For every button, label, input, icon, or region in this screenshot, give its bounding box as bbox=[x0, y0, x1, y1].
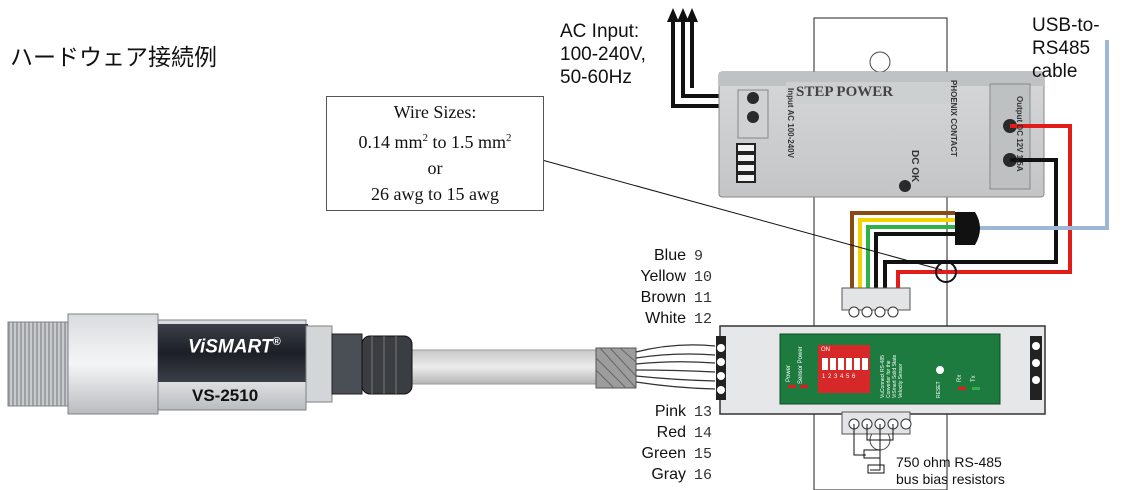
converter-desc-box: VuConnect RS-485 Converter for the ViSma… bbox=[880, 342, 930, 398]
wire-sizes-heading: Wire Sizes: bbox=[393, 102, 477, 122]
color-number: 16 bbox=[694, 467, 713, 484]
tx-box: Tx bbox=[971, 372, 979, 382]
rs485-converter bbox=[716, 287, 1046, 435]
color-number: 9 bbox=[694, 248, 704, 265]
reset-label: RESET bbox=[936, 381, 942, 398]
bias-resistor-note: 750 ohm RS-485 bus bias resistors bbox=[896, 454, 1005, 488]
color-name: Blue bbox=[653, 247, 686, 264]
superscript: 2 bbox=[506, 132, 512, 144]
usb-line3: cable bbox=[1032, 61, 1078, 82]
wire-sizes-metric: 0.14 mm2 to 1.5 mm2 bbox=[327, 125, 543, 155]
rs485-wires bbox=[850, 211, 955, 302]
psu-dc-ok: DC OK bbox=[909, 150, 920, 183]
psu-vendor-logo: PHOENIX CONTACT bbox=[949, 78, 972, 157]
sensor-model: VS-2510 bbox=[192, 386, 259, 405]
rx-label: Rx bbox=[957, 374, 963, 382]
sensor-brand: ViSMART® bbox=[188, 336, 281, 358]
metric-min: 0.14 mm bbox=[358, 132, 423, 152]
usb-cable-label: USB-to- RS485 cable bbox=[1032, 14, 1132, 83]
bias-resistors bbox=[853, 424, 894, 474]
color-number: 13 bbox=[694, 404, 713, 421]
color-name: Yellow bbox=[640, 268, 686, 285]
usb-line1: USB-to- bbox=[1032, 15, 1100, 36]
psu-vendor-text: PHOENIX CONTACT bbox=[949, 80, 958, 157]
color-number: 14 bbox=[694, 425, 713, 442]
usb-rs485-cable bbox=[960, 40, 1109, 230]
ac-input-line1: AC Input: bbox=[560, 21, 640, 42]
psu-output-label: Output DC 12V 1.5A bbox=[1015, 96, 1024, 172]
label-sensor-power-box: Sensor Power bbox=[798, 340, 808, 384]
vismart-sensor bbox=[7, 313, 413, 415]
sensor-cable bbox=[409, 344, 716, 390]
registered-mark: ® bbox=[272, 336, 281, 348]
wire-sizes-or: or bbox=[427, 158, 443, 178]
label-power-box: Power bbox=[786, 340, 796, 384]
color-number: 15 bbox=[694, 446, 713, 463]
rx-box: Rx bbox=[957, 372, 965, 382]
psu-brand: STEP POWER bbox=[796, 84, 894, 100]
color-number: 12 bbox=[694, 311, 713, 328]
resistor-note-line2: bus bias resistors bbox=[896, 471, 1005, 487]
psu-dcok-box: DC OK bbox=[909, 150, 924, 190]
psu-input-label: Input AC 100-240V bbox=[786, 88, 795, 158]
label-power: Power bbox=[786, 364, 792, 382]
psu-output-label-box: Output DC 12V 1.5A bbox=[990, 96, 1024, 176]
ac-input-line3: 50-60Hz bbox=[560, 67, 632, 88]
color-name: Pink bbox=[654, 403, 686, 420]
dip-numbers: 1 2 3 4 5 6 bbox=[822, 374, 856, 380]
superscript: 2 bbox=[422, 132, 429, 144]
metric-max: to 1.5 mm bbox=[428, 132, 507, 152]
sensor-brand-text: ViSMART bbox=[188, 336, 273, 358]
wire-sizes-callout: Wire Sizes: 0.14 mm2 to 1.5 mm2 or 26 aw… bbox=[326, 96, 544, 211]
color-name: Brown bbox=[640, 289, 686, 306]
label-sensor-power: Sensor Power bbox=[798, 346, 804, 384]
ac-input-line2: 100-240V, bbox=[560, 44, 646, 65]
ac-input-label: AC Input: 100-240V, 50-60Hz bbox=[560, 20, 646, 89]
color-name: Red bbox=[656, 424, 686, 441]
dip-on-label: ON bbox=[821, 347, 830, 353]
psu-input-label-box: Input AC 100-240V bbox=[785, 88, 797, 158]
color-name: White bbox=[645, 310, 686, 327]
tx-label: Tx bbox=[971, 375, 977, 382]
wire-sizes-awg: 26 awg to 15 awg bbox=[371, 184, 499, 204]
page-title: ハードウェア接続例 bbox=[10, 45, 217, 71]
reset-box: RESET bbox=[936, 378, 944, 398]
color-name: Gray bbox=[651, 466, 686, 483]
color-number: 10 bbox=[694, 269, 713, 286]
color-name: Green bbox=[641, 445, 686, 462]
dc-output-wires bbox=[883, 124, 1072, 302]
usb-line2: RS485 bbox=[1032, 38, 1091, 59]
resistor-note-line1: 750 ohm RS-485 bbox=[896, 454, 1002, 470]
color-number: 11 bbox=[694, 290, 713, 307]
converter-description: VuConnect RS-485 Converter for the ViSma… bbox=[880, 354, 904, 398]
